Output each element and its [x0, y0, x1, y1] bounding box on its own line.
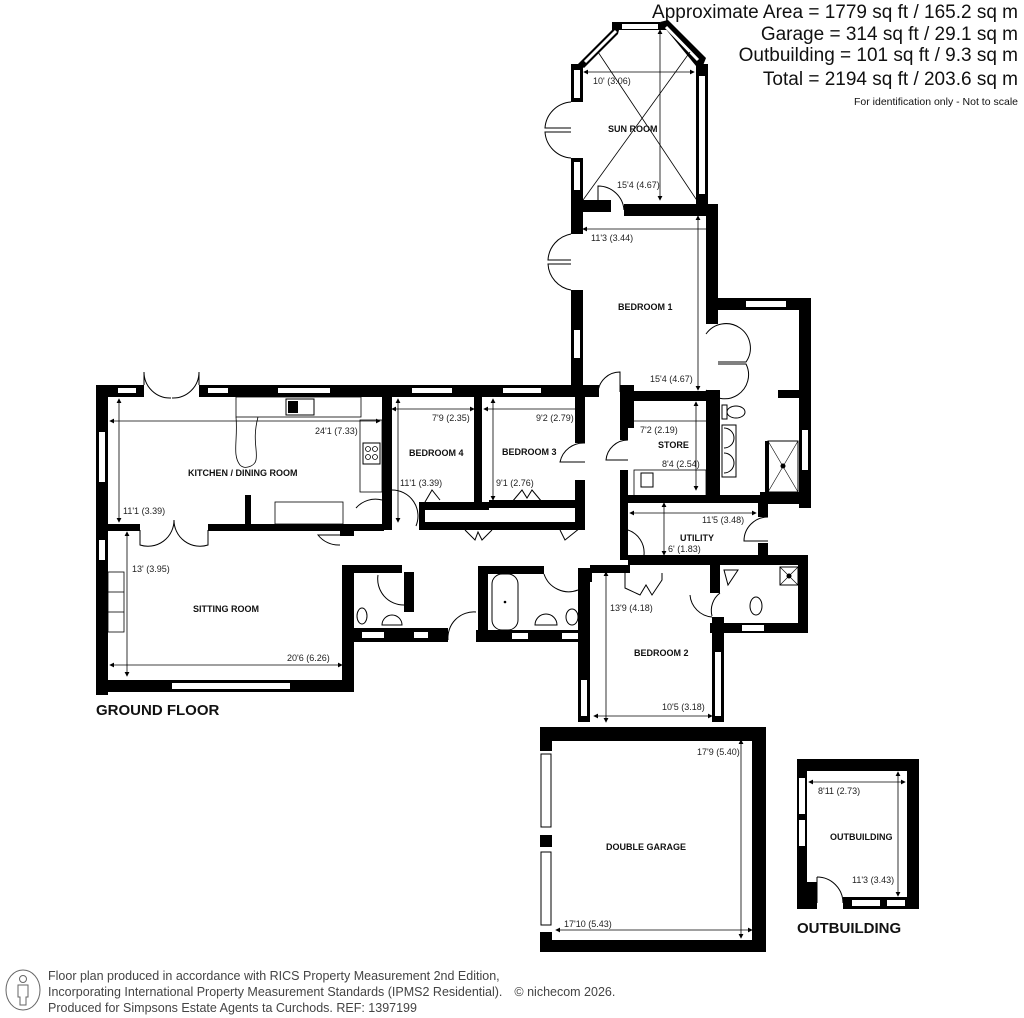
garage-length: 17'9 (5.40) — [697, 747, 740, 757]
store-width: 7'2 (2.19) — [640, 425, 678, 435]
ensuite — [706, 298, 811, 508]
bedroom-1-length: 15'4 (4.67) — [650, 374, 693, 384]
footer-line-1: Floor plan produced in accordance with R… — [48, 969, 500, 983]
footer: Floor plan produced in accordance with R… — [4, 968, 615, 1016]
kitchen-width: 24'1 (7.33) — [315, 426, 358, 436]
footer-line-2: Incorporating International Property Mea… — [48, 985, 503, 999]
outbuilding-floor-label: OUTBUILDING — [797, 920, 902, 937]
bathroom — [476, 566, 592, 642]
bedroom-2-width: 10'5 (3.18) — [662, 702, 705, 712]
shower-room — [689, 555, 808, 633]
copyright: © nichecom 2026. — [514, 985, 616, 999]
bedroom-2-label: BEDROOM 2 — [634, 648, 689, 658]
kitchen-label: KITCHEN / DINING ROOM — [188, 468, 298, 478]
utility-length: 6' (1.83) — [668, 544, 701, 554]
cloakroom — [342, 565, 477, 642]
utility-label: UTILITY — [680, 533, 714, 543]
garage-width: 17'10 (5.43) — [564, 919, 612, 929]
internal-walls — [571, 385, 634, 401]
kitchen-dining-room: 24'1 (7.33) 11'1 (3.39) KITCHEN / DINING… — [96, 371, 392, 695]
bedroom-2-length: 13'9 (4.18) — [610, 603, 653, 613]
person-info-icon — [5, 969, 41, 1011]
bedroom-1-label: BEDROOM 1 — [618, 302, 673, 312]
kitchen-length: 11'1 (3.39) — [123, 506, 165, 516]
garage-label: DOUBLE GARAGE — [606, 842, 686, 852]
sitting-room-height: 13' (3.95) — [132, 564, 170, 574]
utility: 11'5 (3.48) 6' (1.83) UTILITY — [627, 495, 808, 565]
utility-width: 11'5 (3.48) — [702, 515, 744, 525]
bedroom-3-width: 9'2 (2.79) — [536, 413, 574, 423]
area-summary: Approximate Area = 1779 sq ft / 165.2 sq… — [652, 2, 1018, 108]
bedroom-1: 11'3 (3.44) 15'4 (4.67) BEDROOM 1 — [547, 212, 751, 401]
bedroom-2: 13'9 (4.18) 10'5 (3.18) BEDROOM 2 — [578, 565, 724, 723]
footer-line-3: Produced for Simpsons Estate Agents ta C… — [48, 1001, 417, 1015]
sun-room-label: SUN ROOM — [608, 124, 658, 134]
scale-note: For identification only - Not to scale — [854, 96, 1018, 108]
sitting-room-width: 20'6 (6.26) — [287, 653, 330, 663]
footer-text: Floor plan produced in accordance with R… — [48, 968, 615, 1016]
ground-floor-label: GROUND FLOOR — [96, 702, 220, 719]
store: 7'2 (2.19) 8'4 (2.54) STORE — [628, 398, 711, 501]
bedroom-3-length: 9'1 (2.76) — [496, 478, 534, 488]
bedroom-1-width: 11'3 (3.44) — [591, 233, 633, 243]
sun-room-length: 15'4 (4.67) — [617, 180, 660, 190]
outbuilding-area: Outbuilding = 101 sq ft / 9.3 sq m — [738, 45, 1018, 66]
bedroom-4-length: 11'1 (3.39) — [400, 478, 442, 488]
outbuilding: 8'11 (2.73) 11'3 (3.43) OUTBUILDING — [797, 759, 919, 909]
bedroom-4: 7'9 (2.35) 11'1 (3.39) BEDROOM 4 — [389, 385, 583, 530]
sun-room-width: 10' (3.06) — [593, 76, 631, 86]
double-garage: 17'9 (5.40) 17'10 (5.43) DOUBLE GARAGE — [540, 727, 766, 952]
outbuilding-label: OUTBUILDING — [830, 832, 893, 842]
outbuilding-width: 8'11 (2.73) — [818, 786, 860, 796]
bedroom-4-width: 7'9 (2.35) — [432, 413, 470, 423]
sitting-room: 13' (3.95) 20'6 (6.26) SITTING ROOM — [96, 530, 354, 692]
sun-room: 10' (3.06) 15'4 (4.67) SUN ROOM — [544, 20, 718, 218]
total-area: Total = 2194 sq ft / 203.6 sq m — [762, 68, 1018, 90]
bedroom-3: 9'2 (2.79) 9'1 (2.76) BEDROOM 3 — [424, 385, 586, 541]
bedroom-3-label: BEDROOM 3 — [502, 447, 557, 457]
store-label: STORE — [658, 440, 689, 450]
approximate-area: Approximate Area = 1779 sq ft / 165.2 sq… — [652, 2, 1018, 23]
store-length: 8'4 (2.54) — [662, 459, 700, 469]
garage-area: Garage = 314 sq ft / 29.1 sq m — [760, 23, 1018, 45]
bedroom-4-label: BEDROOM 4 — [409, 448, 464, 458]
outbuilding-length: 11'3 (3.43) — [852, 875, 894, 885]
sitting-room-label: SITTING ROOM — [193, 604, 259, 614]
